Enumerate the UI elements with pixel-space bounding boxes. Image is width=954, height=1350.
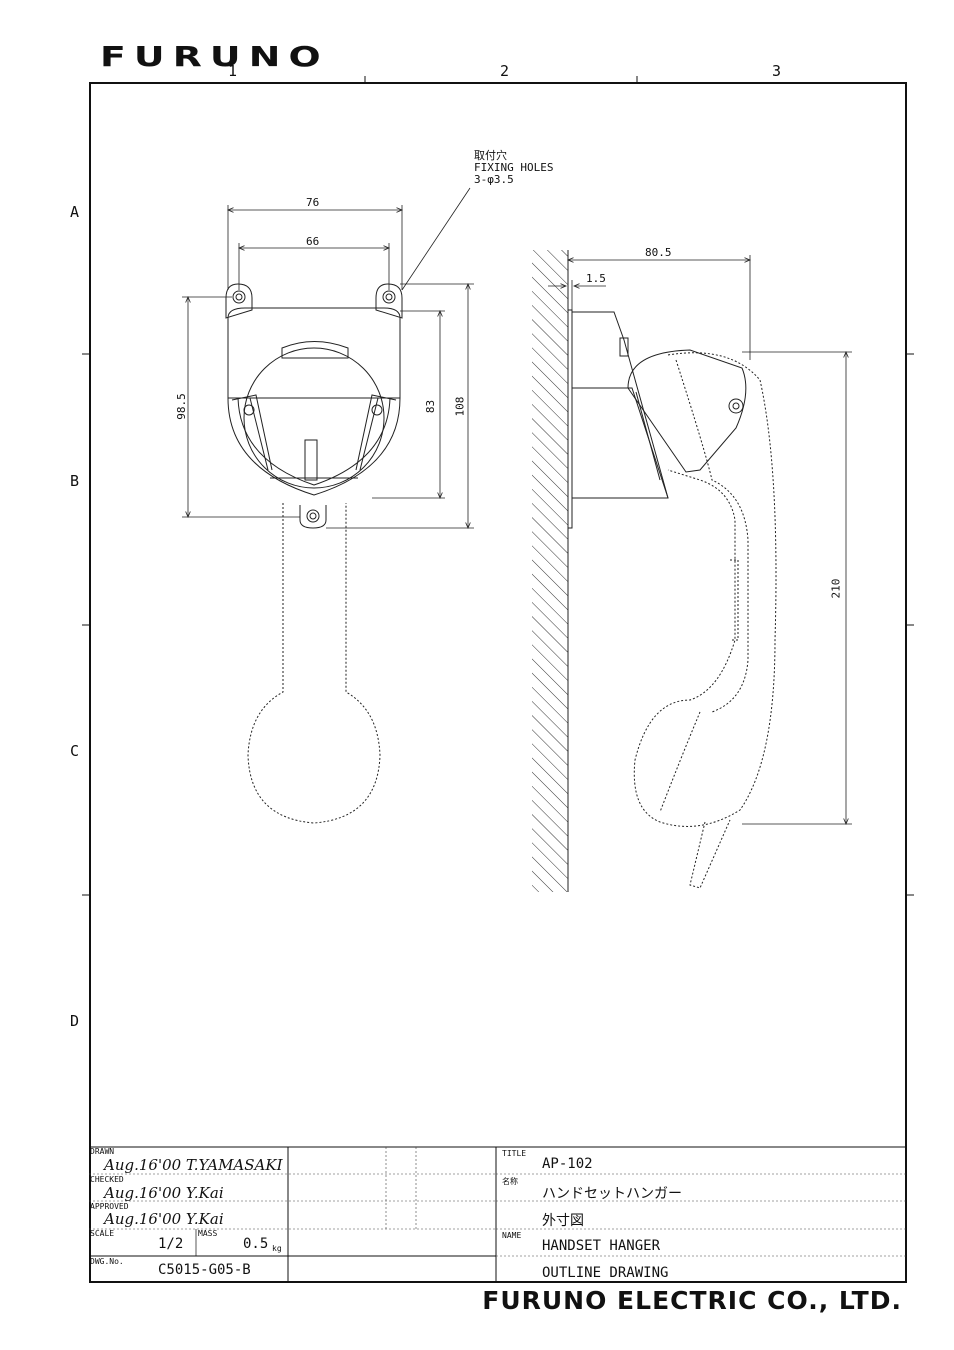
frame-ticks (82, 76, 914, 895)
fixing-holes-note: 取付穴 FIXING HOLES 3-φ3.5 (474, 150, 553, 186)
fixing-holes-spec: 3-φ3.5 (474, 174, 553, 186)
dwg-no-label: DWG.No. (90, 1258, 124, 1266)
side-dimensions (548, 255, 852, 824)
wall-hatch (532, 250, 568, 892)
mass-value: 0.5 (243, 1236, 268, 1252)
drawn-label: DRAWN (90, 1148, 114, 1156)
scale-value: 1/2 (158, 1236, 183, 1252)
name-en-value: HANDSET HANGER (542, 1238, 660, 1254)
mass-unit: kg (272, 1245, 282, 1253)
name-jp-label: 名称 (502, 1178, 518, 1186)
title-value: AP-102 (542, 1156, 593, 1172)
name-en-value-2: OUTLINE DRAWING (542, 1265, 668, 1281)
dwg-no-value: C5015-G05-B (158, 1262, 251, 1278)
dim-1-5: 1.5 (586, 272, 606, 285)
dim-210: 210 (829, 579, 842, 599)
side-view (568, 310, 746, 528)
title-label: TITLE (502, 1150, 526, 1158)
front-view (226, 284, 402, 528)
handset-dashed-side (634, 353, 776, 888)
scale-label: SCALE (90, 1230, 114, 1238)
checked-signature: Aug.16'00 Y.Kai (104, 1184, 224, 1202)
dim-83: 83 (424, 400, 437, 413)
dim-80-5: 80.5 (645, 246, 672, 259)
dim-76: 76 (306, 196, 319, 209)
checked-label: CHECKED (90, 1176, 124, 1184)
dim-98-5: 98.5 (175, 393, 188, 420)
mass-label: MASS (198, 1230, 217, 1238)
handset-dashed-front (248, 503, 380, 823)
approved-signature: Aug.16'00 Y.Kai (104, 1210, 224, 1228)
name-jp-value: ハンドセットハンガー (542, 1183, 682, 1203)
drawn-signature: Aug.16'00 T.YAMASAKI (104, 1156, 283, 1174)
name-label: NAME (502, 1232, 521, 1240)
dim-108: 108 (453, 397, 466, 417)
dim-66: 66 (306, 235, 319, 248)
company-name: FURUNO ELECTRIC CO., LTD. (482, 1286, 902, 1315)
name-jp-value-2: 外寸図 (542, 1210, 584, 1230)
